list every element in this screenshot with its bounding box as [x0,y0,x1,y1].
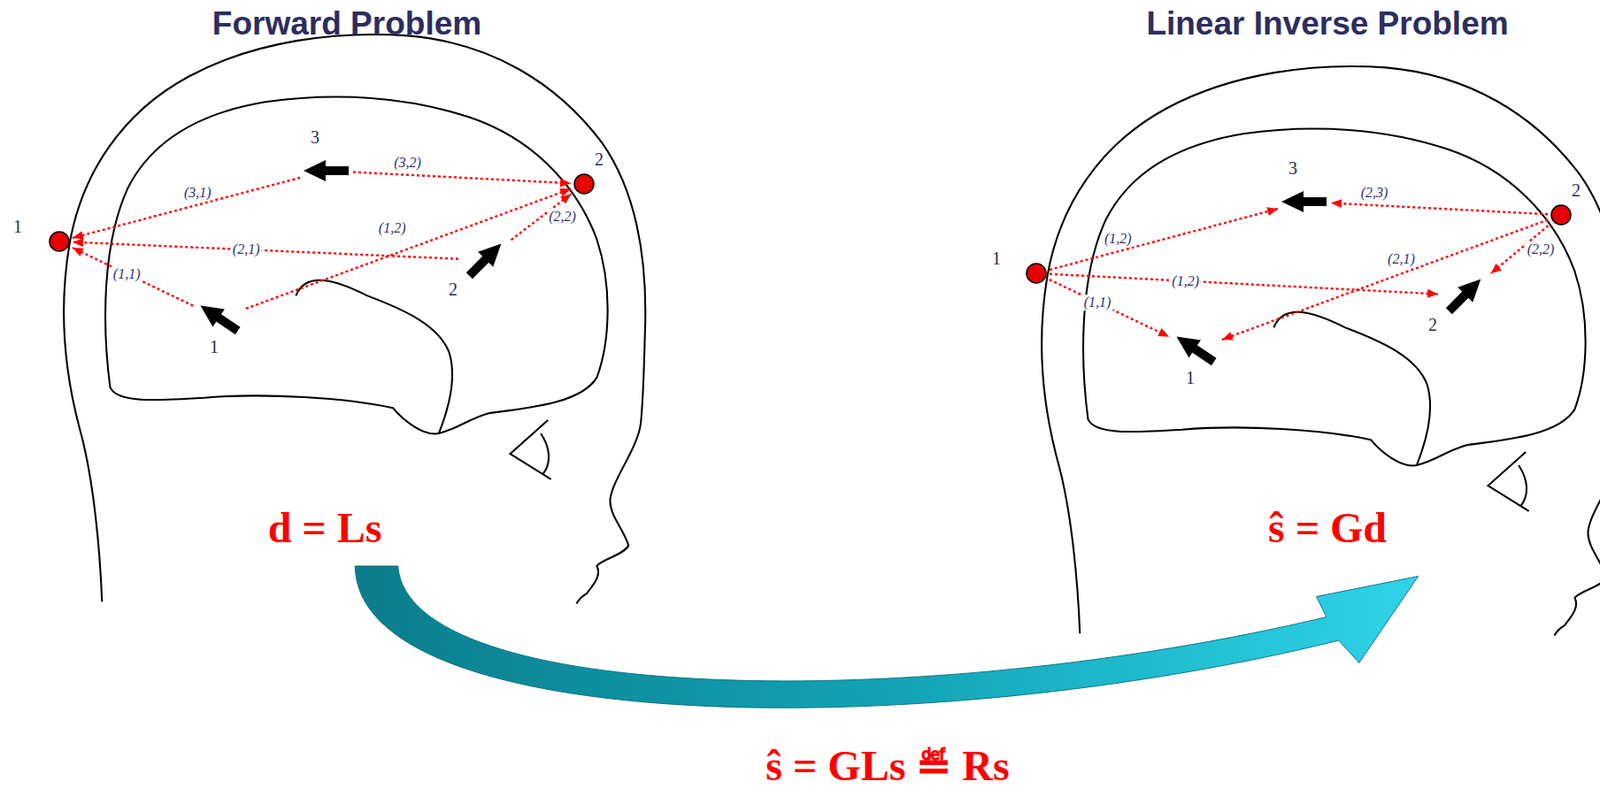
source-node: 1 [1170,324,1221,375]
dipole-head [477,236,509,268]
dipole-arrow [1441,271,1489,319]
dipole-head [1457,271,1489,303]
lead-field-line [72,177,300,239]
electrode-dot [574,174,594,194]
edge-label: (1,1) [1082,294,1114,311]
curved-arrow [354,566,1418,708]
source-node: 3 [301,146,352,196]
brain-outline [105,97,608,435]
dipole-arrow [461,236,509,284]
callout-number: 3 [310,128,320,147]
dipole-symbol [1439,270,1490,321]
callout-number: 2 [1571,181,1581,200]
dipole-head [1170,328,1201,359]
dipole-symbol [1279,176,1330,227]
electrode-node: 1 [47,230,71,254]
source-node: 2 [460,235,510,285]
dipole-arrow [303,160,349,182]
lead-field-line [1049,274,1439,295]
dipole-head [303,160,326,182]
edge-label: (1,2) [1169,273,1201,290]
electrode-symbol [1549,203,1573,227]
edge-label: (2,1) [230,241,262,258]
dipole-shaft [323,166,349,176]
lead-field-line [1222,219,1548,340]
electrode-node: 2 [572,172,596,196]
dipole-head [1281,191,1304,213]
edge-label: (3,2) [392,154,424,171]
dipole-symbol [301,146,352,196]
dipole-head [194,297,225,328]
source-node: 2 [1439,270,1490,321]
eye-symbol [510,420,552,480]
electrode-dot [1026,263,1047,284]
dipole-symbol [1170,324,1221,375]
head-right [1041,66,1600,637]
edge-label: (1,2) [1102,231,1134,248]
callout-number: 1 [209,338,219,356]
lead-field-line [1330,203,1548,216]
lead-field-line [1049,279,1170,338]
electrode-symbol [572,172,596,196]
edge-label: (2,2) [1525,241,1557,258]
head-left [63,34,646,605]
equation: d = Ls [268,505,383,553]
sulcus-line [295,280,453,434]
electrode-node: 1 [1024,261,1048,285]
callout-number: 2 [448,280,458,299]
sulcus-line [1273,312,1431,466]
lead-field-line [353,172,571,185]
edge-label: (2,2) [546,208,578,225]
edge-label: (1,2) [376,220,408,237]
edge-label: (2,3) [1359,184,1391,201]
lead-field-line [72,242,459,260]
head-outline [63,34,646,605]
electrode-symbol [47,230,71,254]
callout-number: 1 [992,249,1001,268]
lead-field-line [246,188,571,308]
dipole-shaft [1301,197,1327,207]
equation: ŝ = Gd [1268,505,1387,553]
lead-field-line [1049,208,1278,270]
callout-number: 2 [594,150,604,169]
panel-title: Forward Problem [212,6,482,43]
eye-symbol [1488,452,1530,512]
edge-label: (2,1) [1385,252,1417,269]
callout-number: 1 [13,217,23,236]
head-outline [1041,66,1600,637]
electrode-symbol [1024,261,1048,285]
edge-label: (3,1) [182,184,214,201]
callout-number: 1 [1185,369,1195,387]
dipole-arrow [194,297,245,340]
electrode-dot [1551,205,1571,225]
callout-number: 2 [1428,315,1438,334]
brain-outline [1083,129,1586,467]
dipole-symbol [194,293,245,344]
electrode-dot [49,231,70,252]
dipole-arrow [1281,191,1327,213]
panel-title: Linear Inverse Problem [1146,6,1508,43]
source-node: 1 [194,293,245,344]
dipole-arrow [1170,328,1221,371]
dipole-symbol [460,235,510,285]
lead-field-line [72,247,193,307]
equation: ŝ = GLs ≝ Rs [765,743,1009,791]
curved-arrow-shape [354,566,1418,708]
callout-number: 3 [1288,159,1298,177]
source-node: 3 [1279,176,1330,227]
electrode-node: 2 [1549,203,1573,227]
edge-label: (1,1) [111,266,143,283]
